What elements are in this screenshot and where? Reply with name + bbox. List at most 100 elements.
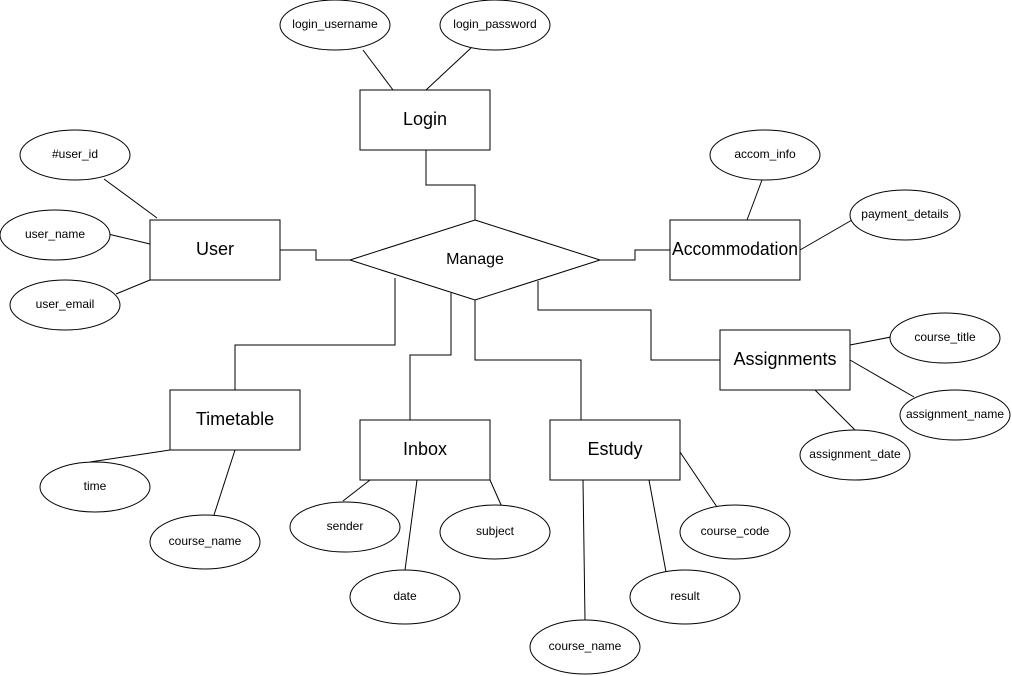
attribute-date[interactable]: date — [349, 569, 461, 625]
attribute-label: login_password — [453, 17, 536, 31]
attribute-label: login_username — [292, 17, 378, 31]
entity-label: Assignments — [733, 349, 836, 369]
connector-estudy-manage — [474, 300, 582, 420]
attribute-user-name[interactable]: user_name — [0, 209, 111, 261]
entity-login[interactable]: Login — [359, 89, 491, 151]
attribute-label: assignment_name — [906, 407, 1004, 421]
attribute-ellipse — [709, 129, 821, 181]
attribute-ellipse — [799, 429, 911, 481]
attribute-label: course_code — [701, 524, 770, 538]
attribute-payment-details[interactable]: payment_details — [849, 189, 961, 241]
attribute-label: #user_id — [52, 147, 98, 161]
entity-label: User — [196, 239, 234, 259]
attribute-assignment-date[interactable]: assignment_date — [799, 429, 911, 481]
attribute-assignment-name[interactable]: assignment_name — [899, 389, 1011, 441]
attribute-accom-info[interactable]: accom_info — [709, 129, 821, 181]
attribute-ellipse — [279, 0, 391, 51]
connector-assignment-date — [814, 389, 856, 431]
connector-login-username — [362, 49, 394, 91]
attribute-ellipse — [439, 504, 551, 560]
entity-box — [549, 419, 681, 481]
entity-estudy[interactable]: Estudy — [549, 419, 681, 481]
attribute-ellipse — [9, 279, 121, 331]
attribute-label: time — [84, 479, 107, 493]
entity-user[interactable]: User — [149, 219, 281, 281]
attribute-login-password[interactable]: login_password — [439, 0, 551, 51]
connector-inbox-manage — [409, 293, 452, 420]
connector-accommodation-manage — [600, 249, 670, 261]
attribute-ellipse — [889, 312, 1001, 364]
attribute-ellipse — [349, 569, 461, 625]
attribute-ellipse — [0, 209, 111, 261]
entity-label: Timetable — [196, 409, 274, 429]
attribute-user-id[interactable]: #user_id — [19, 129, 131, 181]
connector-sender — [342, 479, 371, 502]
attribute-label: payment_details — [861, 207, 948, 221]
entity-box — [169, 389, 301, 451]
entity-label: Inbox — [403, 439, 447, 459]
connector-subject — [489, 479, 503, 508]
connector-login-password — [425, 47, 472, 91]
connector-course-code — [679, 451, 718, 508]
entity-timetable[interactable]: Timetable — [169, 389, 301, 451]
attribute-ellipse — [149, 514, 261, 570]
connector-time — [89, 449, 171, 463]
connector-result — [648, 479, 667, 573]
entity-label: Accommodation — [672, 239, 798, 259]
connector-accom-info — [746, 179, 763, 221]
attribute-result[interactable]: result — [629, 569, 741, 625]
entity-label: Estudy — [587, 439, 642, 459]
attribute-label: date — [393, 589, 417, 603]
attribute-label: user_email — [36, 297, 95, 311]
connector-user-id — [103, 178, 158, 219]
entity-accommodation[interactable]: Accommodation — [669, 219, 801, 281]
connector-timetable-manage — [234, 278, 396, 390]
connector-login-manage — [425, 150, 476, 220]
attribute-login-username[interactable]: login_username — [279, 0, 391, 51]
connectors — [89, 47, 915, 621]
attribute-label: subject — [476, 524, 515, 538]
attribute-label: sender — [327, 519, 364, 533]
entity-box — [669, 219, 801, 281]
entity-inbox[interactable]: Inbox — [359, 419, 491, 481]
attribute-ellipse — [529, 619, 641, 675]
attribute-label: course_name — [169, 534, 242, 548]
attribute-ellipse — [439, 0, 551, 51]
connector-user-email — [115, 279, 151, 295]
entity-label: Login — [403, 109, 447, 129]
attribute-ellipse — [849, 189, 961, 241]
attribute-course-code[interactable]: course_code — [679, 504, 791, 560]
entity-box — [359, 89, 491, 151]
attribute-time[interactable]: time — [39, 461, 151, 513]
attribute-estudy-course-name[interactable]: course_name — [529, 619, 641, 675]
connector-assignment-name — [849, 359, 915, 398]
attribute-label: assignment_date — [809, 447, 901, 461]
attribute-ellipse — [289, 501, 401, 553]
connector-user-manage — [280, 249, 350, 261]
attribute-user-email[interactable]: user_email — [9, 279, 121, 331]
entity-assignments[interactable]: Assignments — [719, 329, 851, 391]
entity-box — [359, 419, 491, 481]
connector-estudy-course-name — [582, 479, 586, 621]
attribute-label: course_name — [549, 639, 622, 653]
connector-payment-details — [799, 219, 853, 251]
attribute-ellipse — [39, 461, 151, 513]
attribute-timetable-course-name[interactable]: course_name — [149, 514, 261, 570]
relationship-manage[interactable]: Manage — [348, 219, 602, 301]
connector-date — [404, 479, 418, 571]
attribute-ellipse — [19, 129, 131, 181]
connector-user-name — [107, 233, 151, 245]
attribute-course-title[interactable]: course_title — [889, 312, 1001, 364]
attribute-label: accom_info — [734, 147, 796, 161]
connector-course-title — [849, 336, 892, 346]
attribute-sender[interactable]: sender — [289, 501, 401, 553]
attribute-ellipse — [899, 389, 1011, 441]
connector-assignments-manage — [537, 281, 720, 361]
entity-box — [719, 329, 851, 391]
attribute-label: course_title — [914, 330, 976, 344]
attribute-subject[interactable]: subject — [439, 504, 551, 560]
attribute-label: user_name — [25, 227, 85, 241]
relationship-label: Manage — [446, 251, 504, 268]
attribute-ellipse — [629, 569, 741, 625]
